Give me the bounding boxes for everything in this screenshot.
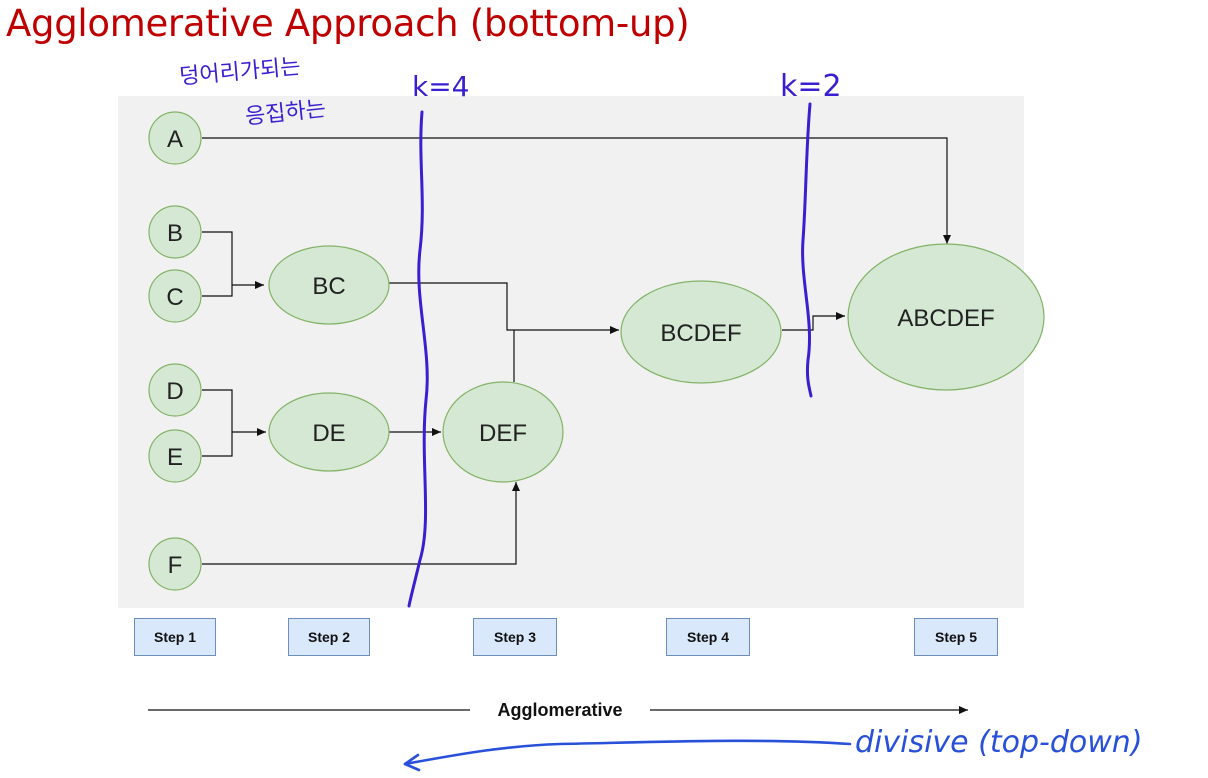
- step-3-label: Step 3: [473, 618, 557, 656]
- node-e: [148, 429, 202, 483]
- axis-label-agglomerative: Agglomerative: [470, 700, 650, 721]
- divisive-arrow: [403, 739, 852, 772]
- annotation-korean-1: 덩어리가되는: [178, 54, 301, 89]
- node-f: [148, 537, 202, 591]
- annotation-korean-2: 응집하는: [244, 97, 327, 130]
- step-4-label: Step 4: [666, 618, 750, 656]
- step-5-label: Step 5: [914, 618, 998, 656]
- node-label-e: E: [167, 444, 183, 471]
- node-b: [148, 205, 202, 259]
- node-d: [148, 363, 202, 417]
- annotation-divisive: divisive (top-down): [855, 725, 1143, 760]
- edge-b-c-bc: [202, 231, 264, 297]
- node-def: [442, 381, 564, 483]
- node-label-a: A: [167, 126, 183, 153]
- edge-bc-bcdef: [389, 282, 619, 334]
- node-abcdef: [847, 243, 1045, 391]
- edge-bcdef-abcdef: [782, 312, 845, 331]
- node-label-def: DEF: [479, 420, 527, 447]
- connectors: [202, 137, 951, 565]
- node-label-abcdef: ABCDEF: [897, 305, 994, 332]
- node-de: [268, 392, 390, 472]
- node-label-c: C: [166, 284, 183, 311]
- page-title: Agglomerative Approach (bottom-up): [6, 2, 690, 45]
- edge-f-def: [202, 482, 520, 565]
- node-bcdef: [620, 280, 782, 384]
- cut-line-k4: [407, 110, 429, 608]
- node-c: [148, 269, 202, 323]
- edge-a-abcdef: [202, 137, 951, 244]
- node-label-b: B: [167, 220, 183, 247]
- cut-line-k2: [801, 102, 813, 398]
- step-2-label: Step 2: [288, 618, 370, 656]
- edge-d-e-de: [202, 389, 266, 457]
- node-label-d: D: [166, 378, 183, 405]
- annotation-k4: k=4: [412, 70, 470, 103]
- handwritten-cut-lines: [407, 102, 813, 608]
- node-label-de: DE: [312, 420, 345, 447]
- step-1-label: Step 1: [134, 618, 216, 656]
- annotation-k2: k=2: [780, 69, 842, 104]
- node-a: [148, 111, 202, 165]
- node-label-f: F: [168, 552, 183, 579]
- node-bc: [268, 245, 390, 325]
- node-label-bc: BC: [312, 273, 345, 300]
- node-label-bcdef: BCDEF: [660, 320, 741, 347]
